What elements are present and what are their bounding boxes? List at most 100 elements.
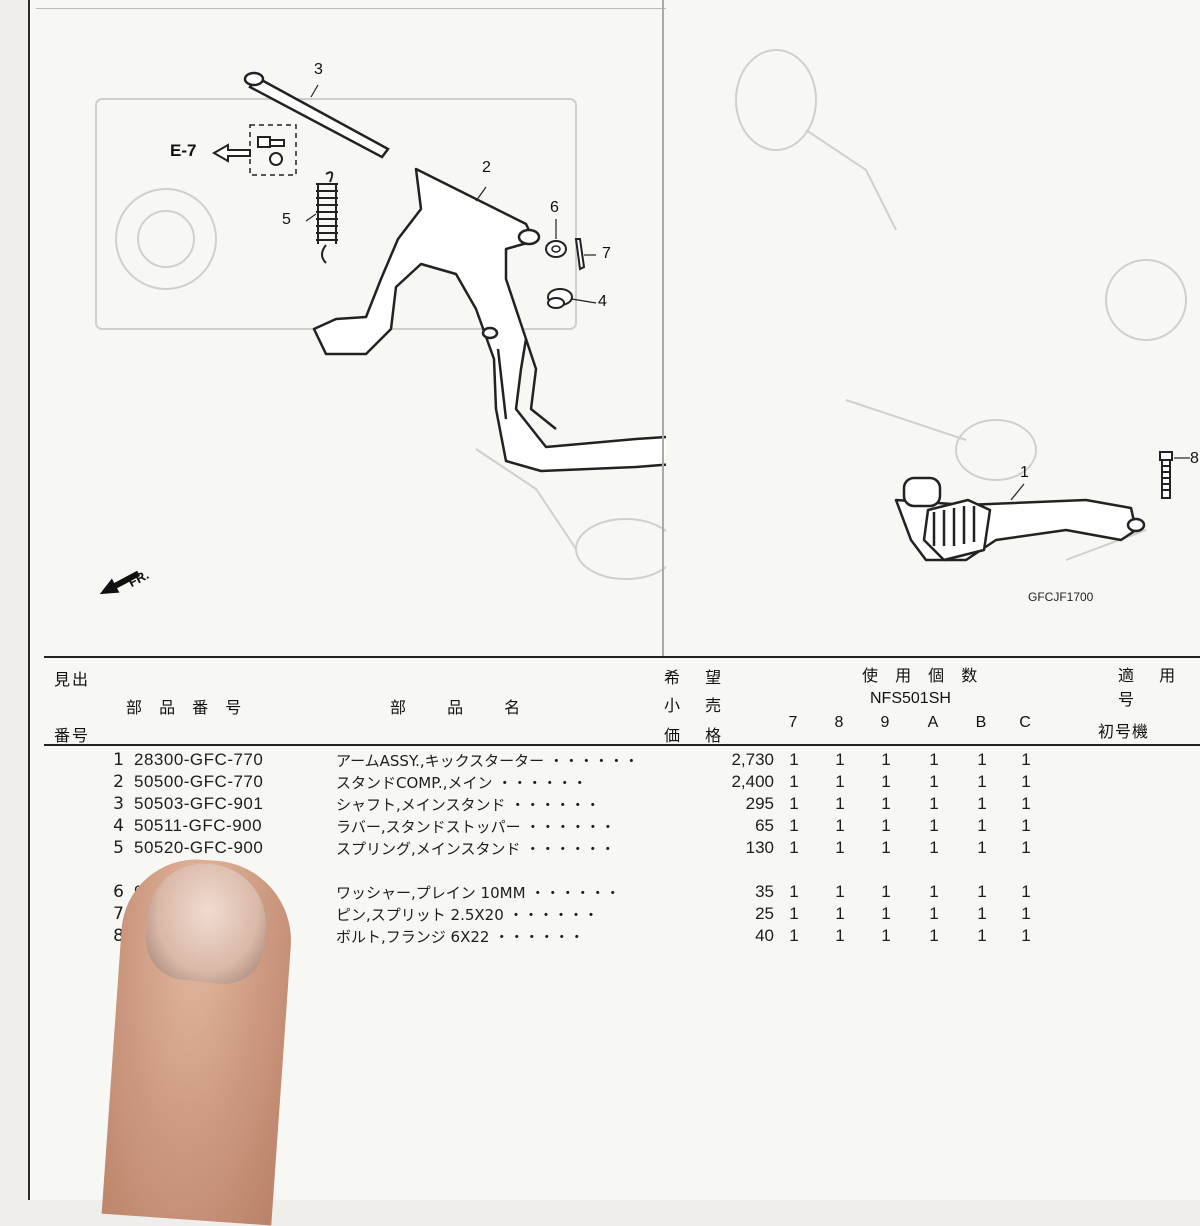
header-qty-7: 7 <box>788 714 800 731</box>
callout-5: 5 <box>282 211 291 228</box>
header-qty-9: 9 <box>880 714 892 731</box>
row-qty: 1 <box>1021 750 1031 769</box>
figure-code: GFCJF1700 <box>1028 590 1094 604</box>
header-price-2: 小 売 <box>664 696 732 715</box>
row-qty: 1 <box>789 816 799 835</box>
row-ref-number: 4 <box>113 816 124 836</box>
row-qty: 1 <box>881 750 891 769</box>
row-qty: 1 <box>1021 882 1031 901</box>
ref-arrow-label: E-7 <box>170 141 197 160</box>
row-qty: 1 <box>789 750 799 769</box>
row-part-number: 50511-GFC-900 <box>134 816 263 835</box>
row-part-name: シャフト,メインスタンド ・・・・・・ <box>336 796 601 814</box>
row-ref-number: 6 <box>113 882 124 902</box>
row-qty: 1 <box>789 794 799 813</box>
row-qty: 1 <box>1021 926 1031 945</box>
row-qty: 1 <box>881 838 891 857</box>
row-price: 2,730 <box>731 750 774 769</box>
callout-2: 2 <box>482 159 491 176</box>
row-price: 2,400 <box>731 772 774 791</box>
header-qty-C: C <box>1019 714 1033 731</box>
row-qty: 1 <box>835 926 845 945</box>
row-qty: 1 <box>835 750 845 769</box>
row-part-number: 50500-GFC-770 <box>134 772 264 791</box>
callout-6: 6 <box>550 199 559 216</box>
row-ref-number: 2 <box>113 772 124 792</box>
row-qty: 1 <box>881 794 891 813</box>
header-first-machine: 初号機 <box>1098 722 1150 741</box>
row-price: 295 <box>745 794 774 813</box>
row-qty: 1 <box>789 926 799 945</box>
row-qty: 1 <box>977 772 987 791</box>
row-qty: 1 <box>881 926 891 945</box>
row-ref-number: 3 <box>113 794 124 814</box>
row-part-number: 50520-GFC-900 <box>134 838 264 857</box>
header-part-number: 部 品 番 号 <box>126 698 248 717</box>
header-price-3: 価 格 <box>664 726 732 745</box>
row-ref-number: 5 <box>113 838 124 858</box>
table-row: 2 50500-GFC-770 スタンドCOMP.,メイン ・・・・・・ 2,400 1… <box>44 772 1200 794</box>
header-price-1: 希 望 <box>664 668 732 687</box>
row-qty: 1 <box>929 816 939 835</box>
row-qty: 1 <box>977 904 987 923</box>
header-rule <box>44 744 1200 746</box>
row-part-number: 50503-GFC-901 <box>134 794 264 813</box>
row-qty: 1 <box>929 926 939 945</box>
row-qty: 1 <box>881 904 891 923</box>
row-qty: 1 <box>881 882 891 901</box>
row-price: 65 <box>755 816 774 835</box>
row-part-name: スタンドCOMP.,メイン ・・・・・・ <box>336 774 588 792</box>
callout-7: 7 <box>602 245 611 262</box>
row-qty: 1 <box>1021 838 1031 857</box>
header-midashi: 見出 <box>54 670 91 689</box>
row-qty: 1 <box>977 838 987 857</box>
header-usage-count: 使 用 個 数 <box>862 666 984 685</box>
panel-divider <box>662 0 664 656</box>
row-qty: 1 <box>977 882 987 901</box>
row-qty: 1 <box>1021 772 1031 791</box>
row-price: 35 <box>755 882 774 901</box>
row-qty: 1 <box>881 816 891 835</box>
row-qty: 1 <box>835 794 845 813</box>
row-part-name: スプリング,メインスタンド ・・・・・・ <box>336 840 616 858</box>
row-qty: 1 <box>929 772 939 791</box>
row-part-name: ボルト,フランジ 6X22 ・・・・・・ <box>336 928 585 946</box>
row-qty: 1 <box>789 772 799 791</box>
row-qty: 1 <box>835 838 845 857</box>
callout-4: 4 <box>598 293 607 310</box>
exploded-diagram: 3 2 6 7 4 5 E-7 FR. <box>36 8 666 657</box>
row-part-number: 28300-GFC-770 <box>134 750 264 769</box>
row-qty: 1 <box>977 794 987 813</box>
row-qty: 1 <box>929 904 939 923</box>
row-ref-number: 1 <box>113 750 124 770</box>
header-qty-8: 8 <box>834 714 846 731</box>
row-qty: 1 <box>835 882 845 901</box>
row-qty: 1 <box>835 772 845 791</box>
row-qty: 1 <box>977 926 987 945</box>
table-row: 4 50511-GFC-900 ラバー,スタンドストッパー ・・・・・・ 65 1 1 1 1… <box>44 816 1200 838</box>
row-qty: 1 <box>977 750 987 769</box>
row-qty: 1 <box>835 816 845 835</box>
row-qty: 1 <box>789 838 799 857</box>
row-qty: 1 <box>789 904 799 923</box>
row-qty: 1 <box>835 904 845 923</box>
row-part-name: ピン,スプリット 2.5X20 ・・・・・・ <box>336 906 599 924</box>
row-qty: 1 <box>929 838 939 857</box>
row-ref-number: 7 <box>113 904 124 924</box>
table-row: 3 50503-GFC-901 シャフト,メインスタンド ・・・・・・ 295 1 1 1 1… <box>44 794 1200 816</box>
row-qty: 1 <box>929 750 939 769</box>
header-qty-B: B <box>975 714 989 731</box>
row-price: 25 <box>755 904 774 923</box>
header-tekiyo: 適 用 号 <box>1118 666 1186 709</box>
header-qty-A: A <box>927 714 941 731</box>
row-qty: 1 <box>881 772 891 791</box>
callout-8: 8 <box>1190 450 1199 467</box>
row-part-name: ラバー,スタンドストッパー ・・・・・・ <box>336 818 616 836</box>
row-qty: 1 <box>929 882 939 901</box>
header-bango: 番号 <box>54 726 91 745</box>
row-qty: 1 <box>1021 904 1031 923</box>
row-qty: 1 <box>1021 794 1031 813</box>
row-qty: 1 <box>789 882 799 901</box>
row-part-name: ワッシャー,プレイン 10MM ・・・・・・ <box>336 884 621 902</box>
